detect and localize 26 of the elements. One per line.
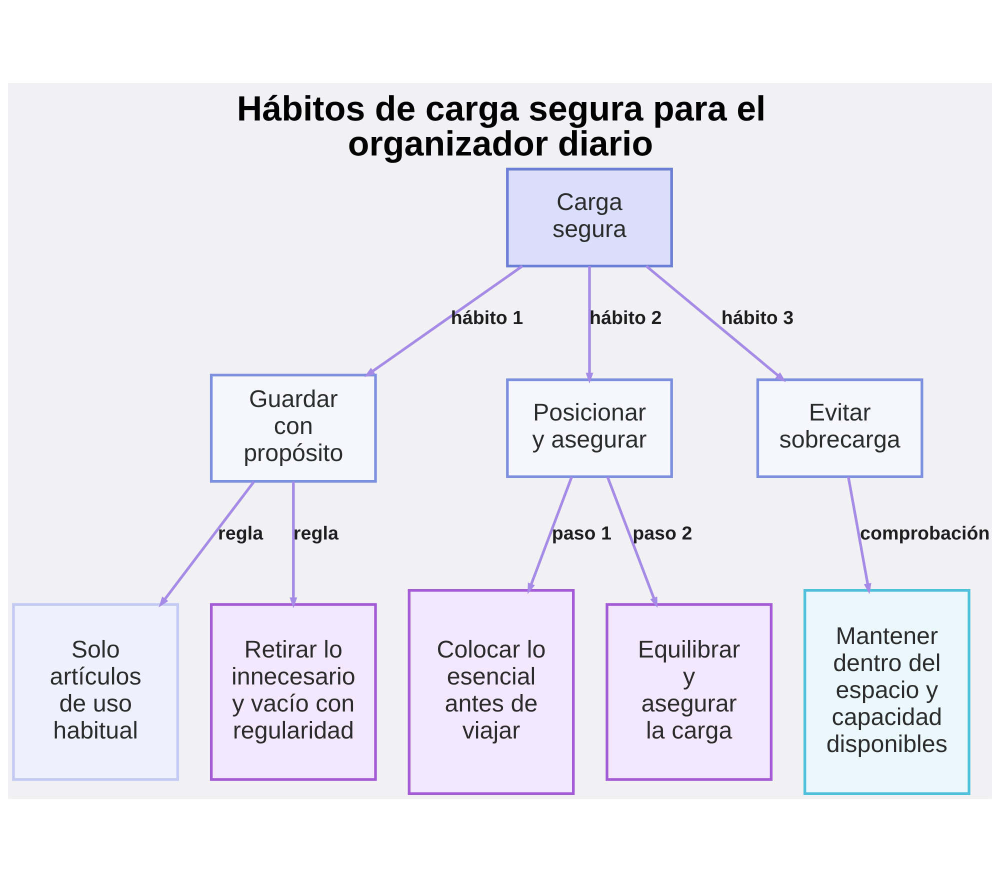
edge-label: hábito 3 (721, 307, 794, 328)
node-box: Guardar con propósito (210, 374, 377, 483)
arrow (645, 265, 786, 382)
arrow (847, 476, 872, 594)
edge-label: hábito 1 (450, 307, 524, 328)
node-box: Colocar lo esencial antes de viajar (408, 589, 575, 795)
node-box: Posicionar y asegurar (506, 378, 673, 478)
edge-label: hábito 2 (590, 307, 662, 328)
arrow (364, 265, 524, 378)
node-box: Carga segura (506, 168, 673, 268)
diagram-title: Hábitos de carga segura para el organizador diario (236, 89, 766, 164)
arrow (158, 480, 255, 608)
edge-label: paso 2 (632, 522, 692, 544)
arrow (586, 266, 594, 384)
node-box: Solo artículos de uso habitual (12, 603, 179, 781)
node-box: Evitar sobrecarga (756, 378, 924, 478)
arrow (528, 476, 573, 594)
node-box: Mantener dentro del espacio y capacidad disponibles (804, 589, 970, 795)
edge-label: regla (218, 522, 264, 544)
arrow (290, 482, 298, 608)
edge-label: regla (293, 522, 338, 544)
node-box: Retirar lo innecesario y vacío con regularidad (210, 603, 377, 781)
arrow (606, 476, 658, 608)
node-box: Equilibrar y asegurar la carga (606, 603, 773, 781)
edge-label: paso 1 (552, 522, 612, 544)
edge-label: comprobación (860, 522, 990, 544)
